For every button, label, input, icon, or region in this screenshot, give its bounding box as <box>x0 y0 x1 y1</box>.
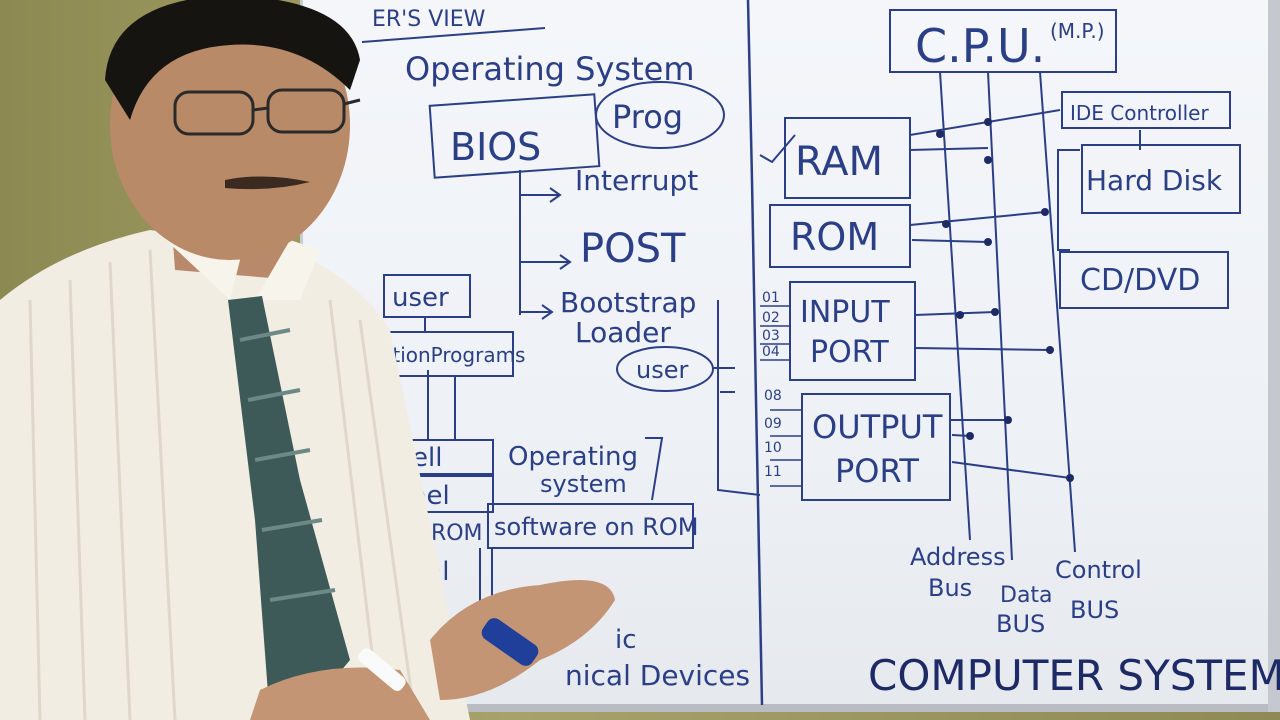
arrow-post <box>520 254 572 270</box>
cd-dvd-box: CD/DVD <box>1059 251 1229 309</box>
svg-text:08: 08 <box>764 388 782 404</box>
marker-pen <box>481 618 539 666</box>
svg-text:software on ROM: software on ROM <box>494 513 699 541</box>
svg-text:INPUT: INPUT <box>800 295 890 330</box>
shell-box: ell <box>394 439 494 475</box>
svg-text:Hard Disk: Hard Disk <box>1086 164 1223 197</box>
bus-junction-dots <box>936 118 1074 482</box>
arrow-bootstrap <box>520 304 554 320</box>
operating-system-label-1: Operating <box>508 442 638 472</box>
user-io-link <box>717 300 761 496</box>
presenter-shirt <box>0 230 470 720</box>
svg-text:user: user <box>392 283 449 313</box>
address-bus-label-2: Bus <box>928 574 972 602</box>
mechanical-devices-label: nical Devices <box>565 659 750 692</box>
svg-text:01: 01 <box>762 290 780 306</box>
rom-box: ROM <box>769 204 911 268</box>
svg-text:10: 10 <box>764 440 782 456</box>
marker-cap <box>358 648 406 691</box>
cpu-box: C.P.U. (M.P.) <box>889 9 1117 73</box>
svg-text:(M.P.): (M.P.) <box>1050 19 1105 43</box>
svg-text:02: 02 <box>762 310 780 326</box>
user-arrows <box>713 367 735 393</box>
software-on-rom-box: software on ROM <box>487 503 699 549</box>
post-label: POST <box>580 226 686 272</box>
loader-label: Loader <box>575 316 671 349</box>
operating-system-label-2: system <box>540 470 627 498</box>
arrow-interrupt <box>520 187 562 203</box>
system-bus-lines <box>909 71 1076 561</box>
shirt-stripes <box>28 249 417 720</box>
address-bus-label-1: Address <box>910 543 1006 571</box>
hard-disk-box: Hard Disk <box>1081 144 1241 214</box>
ram-checkmark <box>759 134 796 164</box>
presenter-face <box>110 0 350 260</box>
svg-text:11: 11 <box>764 464 782 480</box>
control-bus-label-2: BUS <box>1070 596 1119 624</box>
bootstrap-label: Bootstrap <box>560 286 696 319</box>
svg-text:04: 04 <box>762 344 780 360</box>
presenter-tie <box>228 296 350 720</box>
svg-text:Prog: Prog <box>612 98 683 136</box>
svg-text:BIOS: BIOS <box>450 125 541 169</box>
output-port-lines: 08 09 10 11 <box>764 388 802 487</box>
os-bracket <box>645 437 664 501</box>
prog-oval: Prog <box>595 81 725 149</box>
ide-cd-link <box>1057 149 1080 251</box>
presenter-mustache <box>225 176 310 190</box>
collar-right <box>255 240 320 300</box>
data-bus-label-1: Data <box>1000 583 1053 608</box>
computer-system-title: COMPUTER SYSTEM <box>868 651 1280 700</box>
svg-text:PORT: PORT <box>835 452 919 490</box>
bios-box: BIOS <box>428 93 601 179</box>
heading-fragment: ER'S VIEW <box>372 7 486 32</box>
svg-text:C.P.U.: C.P.U. <box>915 19 1045 73</box>
output-port-box: OUTPUT PORT <box>801 393 951 501</box>
heading-underline <box>361 27 546 43</box>
input-port-box: INPUT PORT <box>789 281 916 381</box>
board-divider-line <box>746 0 764 706</box>
user-box: user <box>383 274 471 318</box>
control-bus-label-1: Control <box>1055 556 1142 584</box>
os-title: Operating System <box>405 50 694 88</box>
svg-text:03: 03 <box>762 328 780 344</box>
ic-fragment: ic <box>615 625 637 655</box>
svg-text:IDE Controller: IDE Controller <box>1070 101 1209 125</box>
svg-text:09: 09 <box>764 416 782 432</box>
interrupt-label: Interrupt <box>575 164 698 197</box>
whiteboard-frame <box>1268 0 1280 712</box>
svg-text:CD/DVD: CD/DVD <box>1080 263 1200 298</box>
data-bus-label-2: BUS <box>996 610 1045 638</box>
svg-text:OUTPUT: OUTPUT <box>812 408 943 446</box>
svg-text:ROM: ROM <box>790 215 879 259</box>
ide-controller-box: IDE Controller <box>1061 91 1231 129</box>
svg-text:user: user <box>636 356 688 384</box>
presenter-glasses <box>173 88 361 136</box>
apps-to-shell-lines <box>427 370 456 440</box>
presenter-hair <box>105 0 360 120</box>
ram-box: RAM <box>784 117 911 199</box>
presenter <box>0 0 615 720</box>
svg-text:RAM: RAM <box>795 139 883 185</box>
svg-text:PORT: PORT <box>810 335 889 370</box>
input-port-lines: 01 02 03 04 <box>760 290 790 361</box>
tie-stripes <box>239 328 336 602</box>
